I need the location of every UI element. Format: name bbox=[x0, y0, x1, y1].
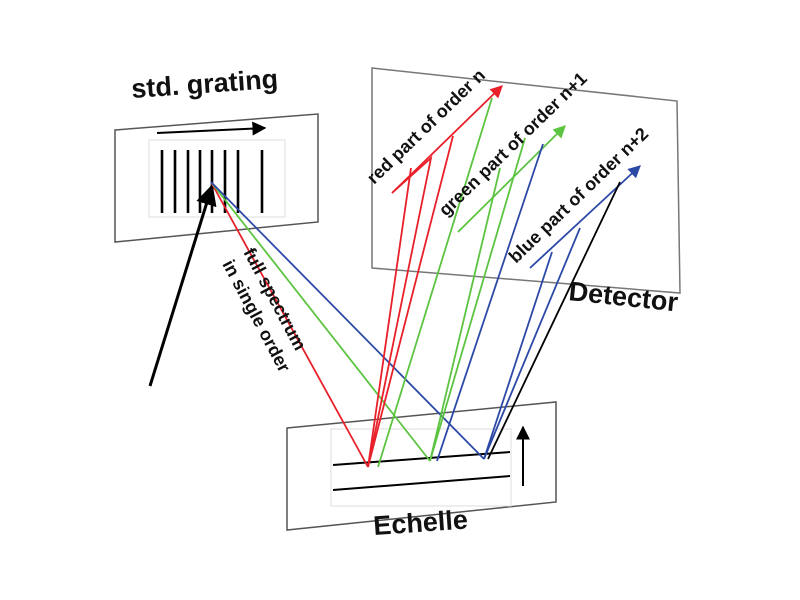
green-order-ray bbox=[429, 167, 501, 462]
grating-frame bbox=[114, 113, 319, 243]
grating-label: std. grating bbox=[130, 64, 279, 104]
blue-order-ray bbox=[483, 227, 581, 460]
green-order-arrow bbox=[457, 125, 566, 233]
detector-label: Detector bbox=[567, 276, 680, 317]
red-order-arrow bbox=[391, 85, 503, 194]
echelle-frame bbox=[286, 401, 557, 531]
echelle-grating bbox=[286, 401, 557, 531]
red-order-ray bbox=[367, 167, 412, 468]
blue-order-arrow bbox=[529, 165, 641, 269]
red-order-ray bbox=[367, 135, 454, 468]
green-order-beams bbox=[377, 97, 566, 468]
red-order-beams bbox=[367, 85, 503, 468]
red-order-envelope bbox=[367, 155, 433, 468]
incoming-light-arrow bbox=[148, 183, 217, 387]
blue-beam-to-echelle bbox=[210, 181, 485, 460]
green-order-ray bbox=[429, 137, 526, 462]
blue-order-ray bbox=[483, 251, 553, 460]
blue-order-label: blue part of order n+2 bbox=[505, 124, 652, 267]
echelle-surface bbox=[330, 428, 512, 507]
blue-order-ray bbox=[436, 143, 544, 462]
echelle-label: Echelle bbox=[372, 504, 468, 541]
grating-rulings bbox=[160, 150, 264, 213]
red-beam-to-echelle bbox=[210, 181, 369, 468]
grating-direction-arrow bbox=[156, 121, 267, 136]
detector-plane bbox=[371, 67, 681, 294]
black-ray bbox=[487, 181, 621, 460]
standard-grating bbox=[114, 113, 319, 243]
green-order-ray bbox=[377, 97, 493, 468]
echelle-groove bbox=[332, 475, 511, 491]
blue-order-beams bbox=[436, 143, 641, 462]
grating-surface bbox=[148, 139, 286, 218]
